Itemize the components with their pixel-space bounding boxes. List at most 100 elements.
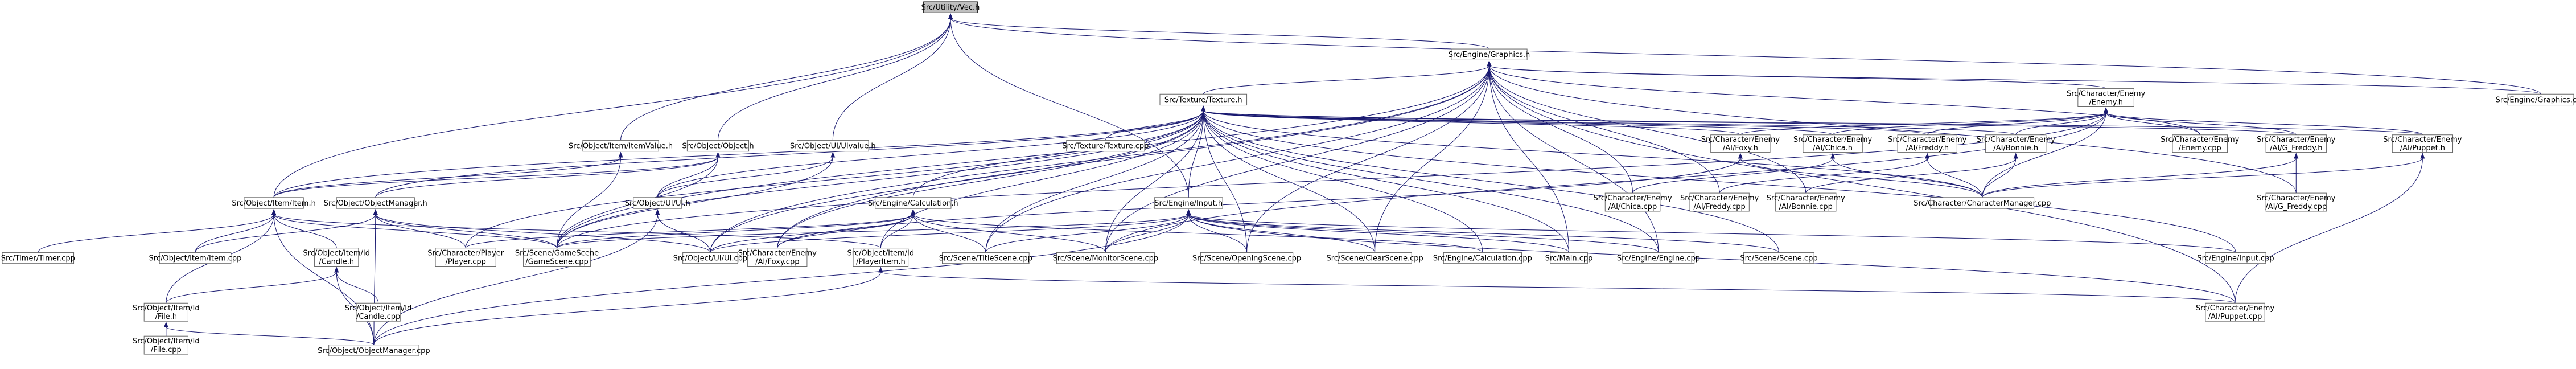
edge-n20-to-n3 (1188, 105, 1206, 198)
file-node-n10[interactable]: Src/Character/Enemy/AI/Chica.h (1793, 134, 1873, 153)
edge-n10-to-n3 (1201, 105, 1833, 136)
file-node-n31[interactable]: Src/Object/UI/UI.cpp (673, 252, 747, 264)
edge-n37-to-n3 (1201, 105, 1376, 253)
file-node-n20[interactable]: Src/Engine/Input.h (1154, 197, 1223, 209)
file-node-n12[interactable]: Src/Character/Enemy/AI/Bonnie.h (1977, 134, 2056, 153)
edge-n30-to-n1 (556, 60, 1492, 248)
file-node-n47[interactable]: Src/Object/ObjectManager.cpp (318, 345, 430, 356)
file-node-n26[interactable]: Src/Timer/Timer.cpp (1, 252, 75, 264)
edge-n12-to-n3 (1201, 105, 2017, 136)
edge-n24-to-n14 (1982, 153, 2299, 198)
file-node-n23[interactable]: Src/Character/Enemy/AI/Bonnie.cpp (1767, 192, 1846, 212)
node-label: Src/Object/Item/Item.cpp (149, 255, 242, 263)
node-label: /AI/Bonnie.h (1993, 144, 2038, 153)
file-node-n24[interactable]: Src/Character/CharacterManager.cpp (1914, 197, 2051, 209)
edge-n13-to-n1 (1487, 60, 2200, 135)
file-node-n46[interactable]: Src/Object/Item/Id/File.cpp (133, 335, 200, 355)
file-node-n22[interactable]: Src/Character/Enemy/AI/Freddy.cpp (1680, 192, 1759, 212)
node-label: Src/Engine/Input.cpp (2197, 255, 2274, 263)
file-node-n5[interactable]: Src/Object/Item/ItemValue.h (569, 140, 673, 152)
node-label: Src/Character/Enemy (1767, 194, 1846, 203)
node-box (2392, 134, 2454, 153)
file-node-n1[interactable]: Src/Engine/Graphics.h (1449, 48, 1530, 60)
edge-n14-to-n4 (2104, 107, 2297, 136)
file-node-n45[interactable]: Src/Character/Enemy/AI/Puppet.cpp (2196, 302, 2275, 322)
dependency-edges (38, 13, 2541, 346)
file-node-n27[interactable]: Src/Object/Item/Item.cpp (149, 252, 242, 264)
node-label: Src/Character/Enemy (1977, 136, 2056, 144)
node-box (1689, 192, 1750, 212)
file-node-n43[interactable]: Src/Object/Item/Id/File.h (133, 302, 200, 322)
edge-n16-to-n3 (273, 105, 1206, 198)
edge-n30-to-n17 (373, 209, 557, 248)
file-node-n16[interactable]: Src/Object/Item/Item.h (232, 197, 316, 209)
edge-n3-to-n1 (1203, 60, 1492, 95)
node-label: Src/Character/Enemy (738, 249, 817, 258)
file-node-n15[interactable]: Src/Character/Enemy/AI/Puppet.h (2383, 134, 2462, 153)
node-label: /AI/Foxy.cpp (755, 258, 799, 266)
node-box (1743, 252, 1814, 264)
node-label: /AI/G_Freddy.cpp (2265, 203, 2327, 211)
node-box (2265, 192, 2327, 212)
file-node-n2[interactable]: Src/Engine/Graphics.cpp (2496, 93, 2576, 106)
node-label: Src/Scene/ClearScene.cpp (1326, 255, 1423, 263)
node-label: /PlayerItem.h (856, 258, 906, 266)
file-node-n40[interactable]: Src/Engine/Engine.cpp (1617, 252, 1700, 264)
edge-n47-to-n28 (334, 266, 375, 345)
edge-n24-to-n15 (1982, 153, 2425, 198)
file-node-n33[interactable]: Src/Object/Item/Id/PlayerItem.h (847, 248, 915, 267)
node-box (2205, 302, 2265, 322)
file-node-n21[interactable]: Src/Character/Enemy/AI/Chica.cpp (1593, 192, 1672, 212)
file-node-n7[interactable]: Src/Object/UI/UIvalue.h (790, 140, 876, 152)
file-node-n18[interactable]: Src/Object/UI/UI.h (625, 197, 690, 209)
node-box (1056, 252, 1155, 264)
node-box (159, 252, 232, 264)
file-node-n35[interactable]: Src/Scene/MonitorScene.cpp (1053, 252, 1159, 264)
file-node-n8[interactable]: Src/Texture/Texture.cpp (1062, 140, 1149, 152)
file-node-n29[interactable]: Src/Character/Player/Player.cpp (427, 248, 504, 267)
file-node-n6[interactable]: Src/Object/Object.h (682, 140, 754, 152)
file-node-n30[interactable]: Src/Scene/GameScene/GameScene.cpp (515, 248, 599, 267)
node-label: /AI/Chica.cpp (1608, 203, 1657, 211)
file-node-n25[interactable]: Src/Character/Enemy/AI/G_Freddy.cpp (2257, 192, 2336, 212)
file-node-n39[interactable]: Src/Main.cpp (1545, 252, 1593, 264)
edge-n35-to-n1 (1105, 60, 1492, 253)
node-box (1338, 252, 1412, 264)
node-label: Src/Object/ObjectManager.cpp (318, 347, 430, 355)
file-node-n42[interactable]: Src/Engine/Input.cpp (2197, 252, 2274, 264)
node-label: Src/Scene/OpeningScene.cpp (1192, 255, 1301, 263)
file-node-n3[interactable]: Src/Texture/Texture.h (1159, 93, 1248, 106)
node-box (143, 302, 188, 322)
edge-n10-to-n4 (1832, 107, 2109, 136)
file-node-n19[interactable]: Src/Engine/Calculation.h (868, 197, 958, 209)
node-label: /File.h (155, 313, 178, 321)
file-node-n44[interactable]: Src/Object/Item/Id/Candle.cpp (345, 302, 412, 322)
edge-n14-to-n3 (1201, 105, 2297, 136)
edge-n44-to-n28 (334, 266, 379, 304)
file-node-n37[interactable]: Src/Scene/ClearScene.cpp (1326, 252, 1423, 264)
edge-n18-to-n6 (657, 151, 721, 198)
node-label: /AI/Puppet.h (2400, 144, 2445, 153)
file-node-n17[interactable]: Src/Object/ObjectManager.h (324, 197, 427, 209)
file-node-n34[interactable]: Src/Scene/TitleScene.cpp (939, 252, 1032, 264)
edge-n4-to-n1 (1487, 60, 2106, 89)
node-label: /AI/Chica.h (1813, 144, 1853, 153)
file-node-n38[interactable]: Src/Engine/Calculation.cpp (1433, 252, 1532, 264)
node-label: Src/Texture/Texture.h (1164, 96, 1242, 104)
file-node-n11[interactable]: Src/Character/Enemy/AI/Freddy.h (1888, 134, 1967, 153)
file-node-n4[interactable]: Src/Character/Enemy/Enemy.h (2067, 88, 2146, 107)
node-box (682, 252, 738, 264)
edge-n21-to-n10 (1632, 153, 1836, 194)
file-node-n28[interactable]: Src/Object/Item/Id/Candle.h (303, 248, 370, 267)
file-node-n32[interactable]: Src/Character/Enemy/AI/Foxy.cpp (738, 248, 817, 267)
edge-n45-to-n15 (2235, 153, 2425, 304)
file-node-n36[interactable]: Src/Scene/OpeningScene.cpp (1192, 252, 1301, 264)
file-node-n9[interactable]: Src/Character/Enemy/AI/Foxy.h (1701, 134, 1780, 153)
file-node-n14[interactable]: Src/Character/Enemy/AI/G_Freddy.h (2257, 134, 2336, 153)
file-node-n41[interactable]: Src/Scene/Scene.cpp (1740, 252, 1818, 264)
node-label: Src/Engine/Graphics.cpp (2496, 96, 2576, 104)
node-label: Src/Character/Enemy (2257, 136, 2336, 144)
edge-n35-to-n20 (1105, 209, 1191, 253)
edge-n27-to-n16 (195, 209, 277, 253)
file-node-n13[interactable]: Src/Character/Enemy/Enemy.cpp (2161, 134, 2240, 153)
